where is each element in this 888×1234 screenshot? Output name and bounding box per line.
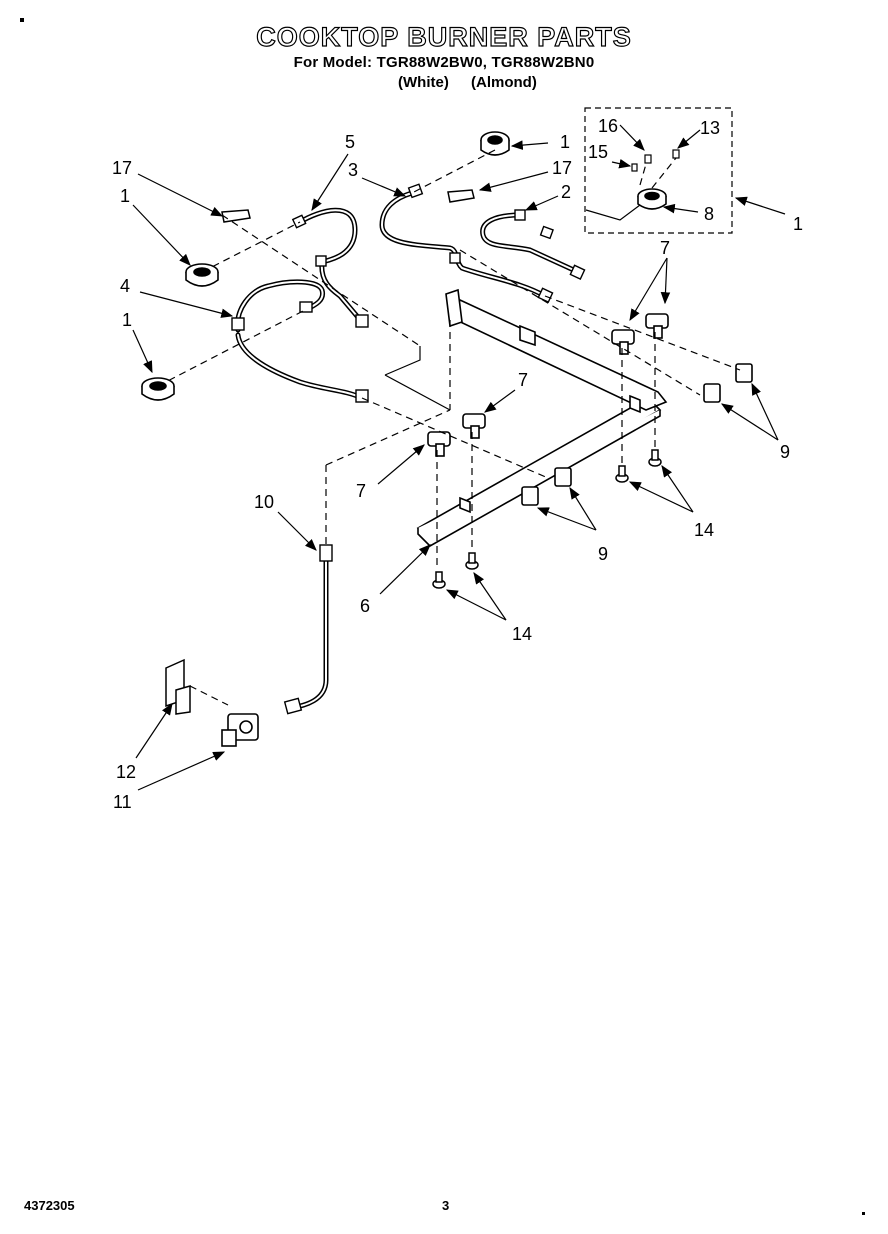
corner-mark-top-left [20,18,24,22]
page-number: 3 [442,1198,450,1213]
orifice-holder-c [462,413,486,439]
detail-inset-box [584,107,733,234]
igniters [521,363,753,506]
callout-17: 17 [112,158,132,178]
heat-shield-brackets [221,189,475,223]
color-variants: (White) (Almond) [398,74,555,91]
burner-head-left-lower [141,377,175,401]
burner-head-inset [637,188,667,210]
corner-mark-bottom-right [862,1212,865,1215]
callout-8: 8 [704,204,714,224]
assembly-lines-solid [384,204,641,411]
callout-9: 9 [780,442,790,462]
callout-7: 7 [356,481,366,501]
callout-1: 1 [122,310,132,330]
callout-2: 2 [561,182,571,202]
callout-4: 4 [120,276,130,296]
callout-12: 12 [116,762,136,782]
callout-14: 14 [694,520,714,540]
orifice-holder-a [611,329,635,355]
igniter-a [735,363,753,383]
callout-1: 1 [120,186,130,206]
callout-11: 11 [113,792,132,812]
callout-leaders [132,124,786,791]
valve-bracket [165,658,191,715]
callout-1: 1 [793,214,803,234]
callout-7: 7 [660,238,670,258]
assembly-lines [157,149,741,706]
variant-white: (White) [398,74,449,91]
igniter-b [703,383,721,403]
callout-6: 6 [360,596,370,616]
callout-7: 7 [518,370,528,390]
tube-3 [379,190,548,299]
callout-3: 3 [348,160,358,180]
page-title: COOKTOP BURNER PARTS [256,21,632,52]
callout-14: 14 [512,624,532,644]
document-number: 4372305 [24,1198,75,1213]
callout-10: 10 [254,492,274,512]
main-valve [221,713,259,747]
callout-16: 16 [598,116,618,136]
screws [432,449,662,589]
callout-9: 9 [598,544,608,564]
orifice-holder-b [645,313,669,339]
orifice-holders [427,313,669,457]
variant-almond: (Almond) [471,74,537,91]
igniter-d [521,486,539,506]
manifold-bracket [416,288,668,547]
burner-head-top-center [480,131,510,156]
inset-screws [631,149,680,172]
callout-1: 1 [560,132,570,152]
callout-5: 5 [345,132,355,152]
tube-2 [480,212,581,275]
orifice-holder-d [427,431,451,457]
burner-head-left-upper [185,263,219,287]
callout-15: 15 [588,142,608,162]
tube-4-lower [235,332,365,401]
callout-13: 13 [700,118,720,138]
tube-10 [287,557,329,711]
callout-numbers: 1 17 2 5 3 17 1 4 1 16 15 13 8 1 7 7 7 9… [112,116,803,812]
model-numbers: For Model: TGR88W2BW0, TGR88W2BN0 [293,54,595,71]
igniter-c [554,467,572,487]
callout-17: 17 [552,158,572,178]
